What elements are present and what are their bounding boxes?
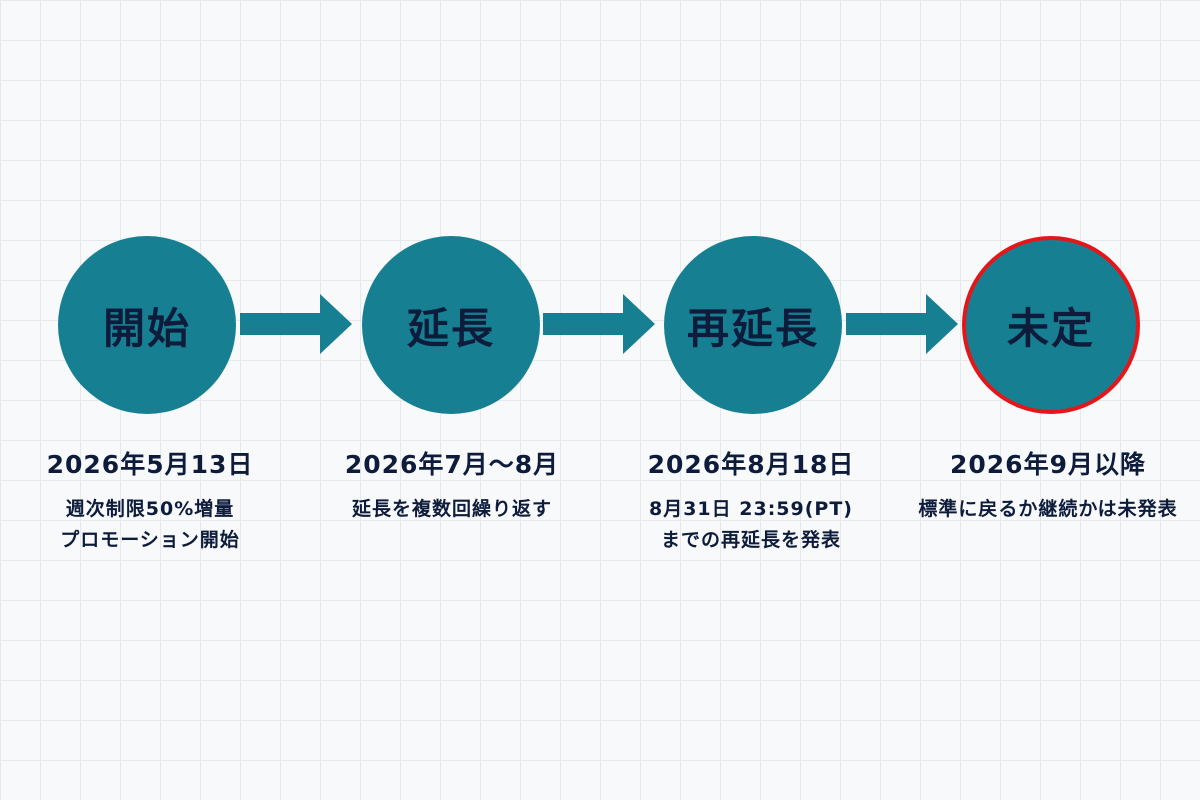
stage-description-line: 週次制限50%増量	[65, 498, 235, 520]
stage-circle-re-extension: 再延長	[664, 236, 842, 414]
stage-date-undecided: 2026年9月以降	[950, 450, 1146, 479]
stage-description-line: 8月31日 23:59(PT)	[648, 498, 853, 520]
stage-description-line: 延長を複数回繰り返す	[351, 498, 552, 520]
stage-circle-start: 開始	[58, 236, 236, 414]
stage-label-start: 開始	[102, 303, 191, 353]
stage-label-re-extension: 再延長	[686, 303, 819, 353]
stage-date-re-extension: 2026年8月18日	[647, 450, 855, 479]
stage-info-undecided: 2026年9月以降 標準に戻るか継続かは未発表	[898, 448, 1198, 525]
stage-info-re-extension: 2026年8月18日 8月31日 23:59(PT) までの再延長を発表	[601, 448, 901, 556]
stage-description-line: 標準に戻るか継続かは未発表	[918, 498, 1178, 520]
arrow-right-icon	[240, 294, 352, 354]
stage-date-extension: 2026年7月～8月	[344, 450, 560, 479]
stage-description-undecided: 標準に戻るか継続かは未発表	[898, 494, 1198, 525]
stage-info-start: 2026年5月13日 週次制限50%増量 プロモーション開始	[0, 448, 300, 556]
stage-label-extension: 延長	[406, 303, 495, 353]
stage-description-extension: 延長を複数回繰り返す	[302, 494, 602, 525]
stage-info-extension: 2026年7月～8月 延長を複数回繰り返す	[302, 448, 602, 525]
stage-description-re-extension: 8月31日 23:59(PT) までの再延長を発表	[601, 494, 901, 556]
arrow-right-icon	[543, 294, 655, 354]
stage-description-line: プロモーション開始	[60, 529, 240, 551]
stage-date-start: 2026年5月13日	[46, 450, 254, 479]
stage-circle-undecided: 未定	[962, 236, 1140, 414]
stage-label-undecided: 未定	[1006, 303, 1095, 353]
arrow-right-icon	[846, 294, 958, 354]
stage-description-start: 週次制限50%増量 プロモーション開始	[0, 494, 300, 556]
stage-circle-extension: 延長	[362, 236, 540, 414]
stage-description-line: までの再延長を発表	[660, 529, 841, 551]
